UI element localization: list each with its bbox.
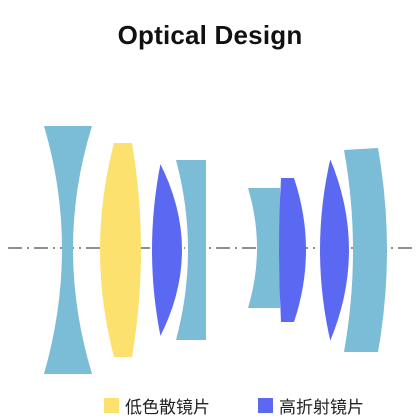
legend-item-low-dispersion: 低色散镜片 (104, 393, 210, 418)
legend-swatch-yellow (104, 398, 119, 413)
lens-rear-high-refraction-2 (318, 152, 351, 348)
diagram-title: Optical Design (117, 20, 303, 50)
lens-rear-concave (248, 188, 280, 308)
legend-label-low-dispersion: 低色散镜片 (125, 398, 210, 418)
lens-front-high-refraction (150, 158, 184, 342)
legend-item-high-refraction: 高折射镜片 (258, 393, 364, 418)
legend-swatch-blue (258, 398, 273, 413)
legend-label-high-refraction: 高折射镜片 (279, 398, 364, 418)
lens-rear-high-refraction-1 (279, 178, 306, 322)
lens-front-low-dispersion (100, 143, 141, 357)
lens-rear-meniscus (344, 148, 387, 352)
lens-front-meniscus (176, 160, 206, 340)
lens-front-biconcave (44, 126, 92, 374)
